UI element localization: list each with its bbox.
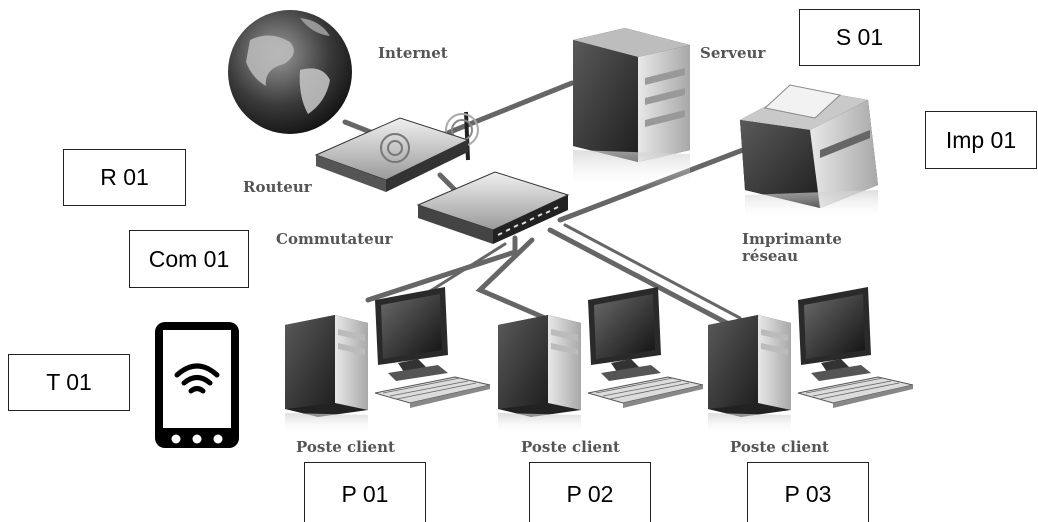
switch-icon xyxy=(416,171,570,244)
cable-switch-pc2 xyxy=(475,237,548,321)
label-imprimante: Imprimante xyxy=(742,230,842,248)
tag-pc1: P 01 xyxy=(304,462,426,522)
tag-router: R 01 xyxy=(63,149,186,206)
label-internet: Internet xyxy=(378,44,448,62)
tag-server: S 01 xyxy=(799,9,920,66)
tag-switch: Com 01 xyxy=(129,230,249,288)
pc-icon-1 xyxy=(284,286,491,436)
tablet-wifi-icon xyxy=(155,322,239,448)
cable-router-switch xyxy=(437,172,458,193)
cable-switch-pc1 xyxy=(365,235,518,303)
label-poste-client-3: Poste client xyxy=(730,438,829,456)
tag-pc3: P 03 xyxy=(747,462,869,522)
label-poste-client-2: Poste client xyxy=(521,438,620,456)
cable-router-server xyxy=(437,80,575,139)
tag-tablet: T 01 xyxy=(8,354,130,411)
globe-icon xyxy=(228,10,352,134)
pc-icon-3 xyxy=(707,286,914,436)
tag-pc2: P 02 xyxy=(529,462,651,522)
printer-icon xyxy=(740,84,878,220)
label-poste-client-1: Poste client xyxy=(296,438,395,456)
label-routeur: Routeur xyxy=(243,178,312,196)
label-reseau: réseau xyxy=(742,247,799,265)
server-icon xyxy=(573,28,690,190)
tag-printer: Imp 01 xyxy=(925,111,1037,169)
router-icon xyxy=(314,111,479,192)
label-commutateur: Commutateur xyxy=(276,230,393,248)
label-serveur: Serveur xyxy=(700,44,766,62)
cable-switch-pc3 xyxy=(547,227,743,333)
